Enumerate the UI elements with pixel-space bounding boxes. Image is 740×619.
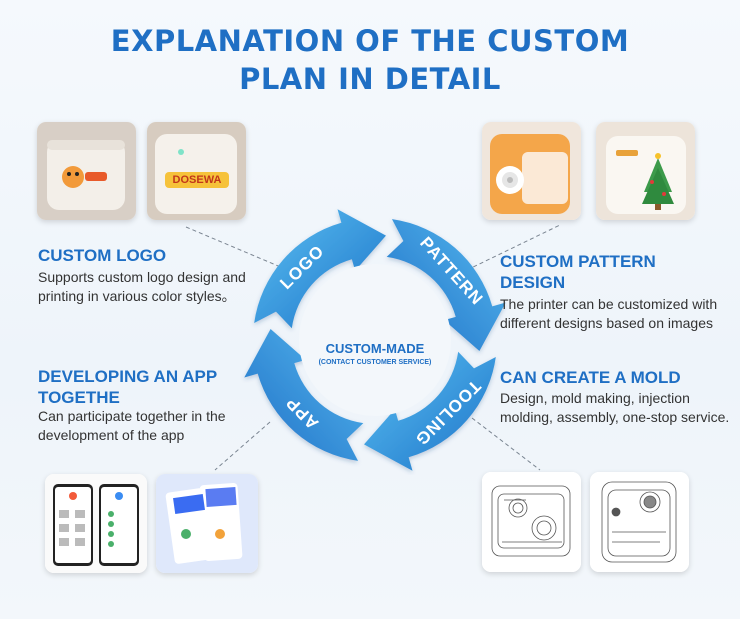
page-title-line1: EXPLANATION OF THE CUSTOM <box>110 24 630 58</box>
logo-heading: CUSTOM LOGO <box>38 246 167 265</box>
printer-logo-text: DOSEWA <box>172 174 222 186</box>
cycle-center-subtitle: (CONTACT CUSTOMER SERVICE) <box>318 359 432 366</box>
mold-heading: CAN CREATE A MOLD <box>500 368 681 387</box>
app-screens-photo-1 <box>45 474 147 573</box>
cycle-segment-pattern <box>386 219 506 351</box>
pattern-description: The printer can be customized with diffe… <box>500 296 718 331</box>
cycle-center-title: CUSTOM-MADE <box>325 341 425 356</box>
cycle-segment-logo <box>254 209 386 329</box>
printer-logo-photo-2: DOSEWA <box>147 122 246 220</box>
app-screens-photo-2 <box>156 474 258 573</box>
app-description: Can participate together in the developm… <box>38 408 226 443</box>
page-title-line2: PLAN IN DETAIL <box>239 62 501 96</box>
printer-logo-photo-1 <box>37 122 136 220</box>
cycle-segment-app <box>244 329 364 461</box>
printer-pattern-photo-2 <box>596 122 695 220</box>
cycle-segment-tooling <box>364 351 496 471</box>
mold-drawing-photo-1 <box>482 472 581 572</box>
mold-drawing-photo-2 <box>590 472 689 572</box>
app-heading: DEVELOPING AN APP TOGETHE <box>38 367 217 407</box>
mold-description: Design, mold making, injection molding, … <box>500 390 730 425</box>
logo-description: Supports custom logo design and printing… <box>38 269 246 304</box>
printer-pattern-photo-1 <box>482 122 581 220</box>
pattern-heading: CUSTOM PATTERN DESIGN <box>500 252 656 292</box>
